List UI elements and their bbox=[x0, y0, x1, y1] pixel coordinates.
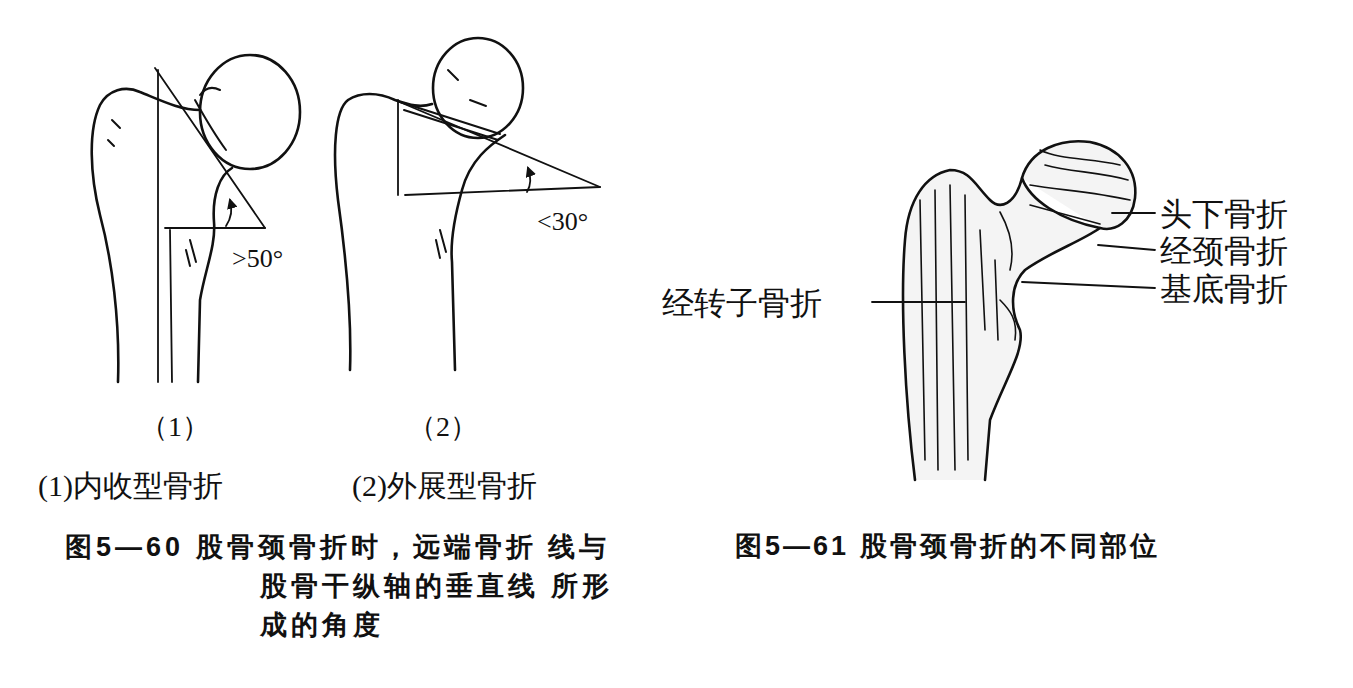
figure-caption: 图5—61 股骨颈骨折的不同部位 bbox=[735, 530, 1160, 562]
figure-number: （2） bbox=[408, 410, 478, 444]
site-label: 经转子骨折 bbox=[662, 284, 822, 322]
figure-caption: 图5—60 股骨颈骨折时，远端骨折 线与股骨干纵轴的垂直线 所形成的角度 bbox=[65, 528, 632, 645]
femur-adduction bbox=[92, 55, 300, 382]
figure-sublabel: (1)内收型骨折 bbox=[38, 468, 223, 504]
site-label: 基底骨折 bbox=[1160, 270, 1288, 308]
figure-number: （1） bbox=[140, 410, 210, 444]
angle-label: <30° bbox=[537, 206, 588, 237]
site-label: 经颈骨折 bbox=[1160, 232, 1288, 270]
site-label: 头下骨折 bbox=[1160, 195, 1288, 233]
angle-label: >50° bbox=[232, 243, 283, 274]
figure-sublabel: (2)外展型骨折 bbox=[352, 468, 537, 504]
femur-abduction bbox=[335, 38, 600, 370]
femur-fracture-sites bbox=[872, 141, 1155, 480]
